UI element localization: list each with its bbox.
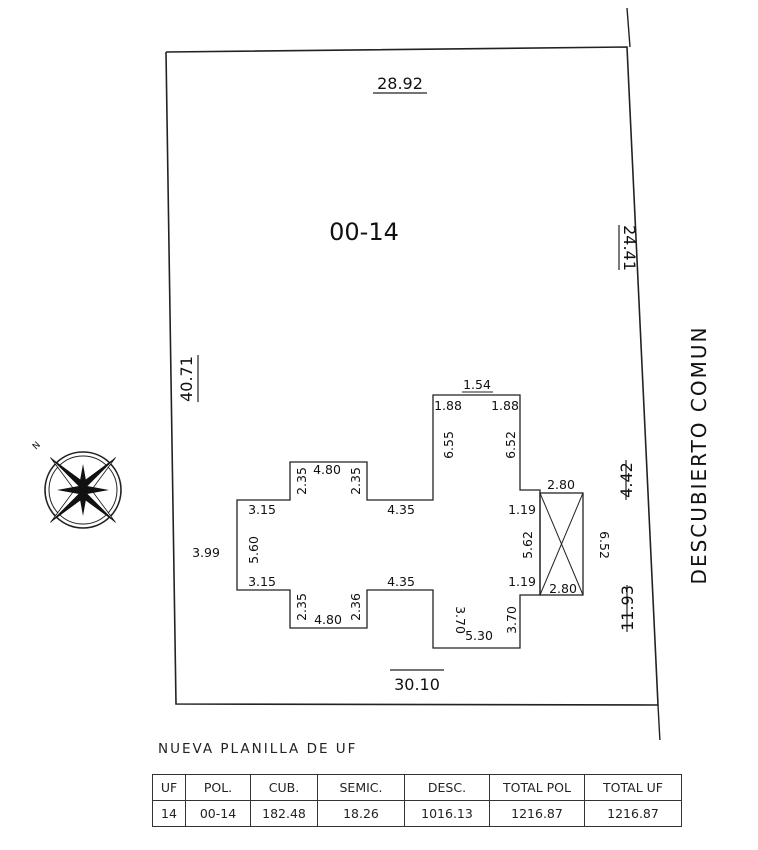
uf-table: UF POL. CUB. SEMIC. DESC. TOTAL POL TOTA…: [152, 774, 682, 827]
lot-boundary: [165, 46, 659, 706]
lot-right-middle-dimension: 4.42: [617, 462, 636, 498]
dim-bottom-left-side: 3.70: [453, 606, 468, 634]
lot-id-label: 00-14: [329, 218, 399, 246]
dim-left-upper-step: 3.15: [248, 502, 276, 517]
lot-right-upper-dimension: 24.41: [620, 225, 639, 271]
boundary-extension-top: [626, 7, 631, 48]
table-header-row: UF POL. CUB. SEMIC. DESC. TOTAL POL TOTA…: [152, 774, 682, 801]
dim-upper-wing-left: 2.35: [294, 467, 309, 495]
lot-left-dimension: 40.71: [177, 356, 196, 402]
dim-tower-left-side: 6.55: [441, 431, 456, 459]
dim-upper-wing-width: 4.80: [313, 462, 341, 477]
cell-total-uf: 1216.87: [584, 800, 682, 827]
dim-tower-top: 1.54: [463, 377, 491, 392]
building-footprint: [236, 394, 541, 649]
lot-bottom-dimension: 30.10: [394, 675, 440, 694]
dim-left-lower-step: 3.15: [248, 574, 276, 589]
dim-bottom-right-side: 3.70: [504, 606, 519, 634]
lot-right-lower-dimension: 11.93: [618, 585, 637, 631]
table-row: 14 00-14 182.48 18.26 1016.13 1216.87 12…: [152, 800, 682, 827]
dim-left-inner: 5.60: [246, 536, 261, 564]
dim-annex-bottom: 2.80: [549, 581, 577, 596]
cell-pol: 00-14: [185, 800, 251, 827]
dim-upper-wing-right: 2.35: [348, 467, 363, 495]
annex-box: [539, 492, 584, 596]
dim-lower-wing-right: 2.36: [348, 593, 363, 621]
col-header-semic: SEMIC.: [317, 774, 405, 801]
annex-diagonal-b: [539, 492, 584, 596]
dim-bottom-width: 5.30: [465, 628, 493, 643]
cell-total-pol: 1216.87: [489, 800, 585, 827]
cell-cub: 182.48: [250, 800, 318, 827]
dim-right-inner: 5.62: [520, 531, 535, 559]
dim-tower-left-step: 1.88: [434, 398, 462, 413]
dim-tower-right-step: 1.88: [491, 398, 519, 413]
col-header-uf: UF: [152, 774, 186, 801]
dim-upper-middle: 4.35: [387, 502, 415, 517]
col-header-pol: POL.: [185, 774, 251, 801]
site-plan: 28.92 00-14 30.10 40.71 24.41 4.42 11.93…: [31, 7, 711, 740]
dim-left-outer: 3.99: [192, 545, 220, 560]
dim-tower-right-side: 6.52: [503, 431, 518, 459]
cell-desc: 1016.13: [404, 800, 490, 827]
compass-north-label: N: [31, 440, 43, 452]
dim-right-upper-step: 1.19: [508, 502, 536, 517]
col-header-cub: CUB.: [250, 774, 318, 801]
col-header-total-uf: TOTAL UF: [584, 774, 682, 801]
dim-lower-middle: 4.35: [387, 574, 415, 589]
lot-top-dimension: 28.92: [377, 74, 423, 93]
cell-uf: 14: [152, 800, 186, 827]
dim-lower-wing-left: 2.35: [294, 593, 309, 621]
compass-rose-icon: N: [31, 440, 122, 529]
boundary-extension-bottom: [657, 704, 661, 740]
common-area-label: DESCUBIERTO COMUN: [687, 326, 711, 585]
col-header-total-pol: TOTAL POL: [489, 774, 585, 801]
dim-right-lower-step: 1.19: [508, 574, 536, 589]
dim-lower-wing-width: 4.80: [314, 612, 342, 627]
table-title: NUEVA PLANILLA DE UF: [158, 741, 358, 757]
cell-semic: 18.26: [317, 800, 405, 827]
col-header-desc: DESC.: [404, 774, 490, 801]
dim-annex-top: 2.80: [547, 477, 575, 492]
dim-annex-right: 6.52: [597, 531, 612, 559]
